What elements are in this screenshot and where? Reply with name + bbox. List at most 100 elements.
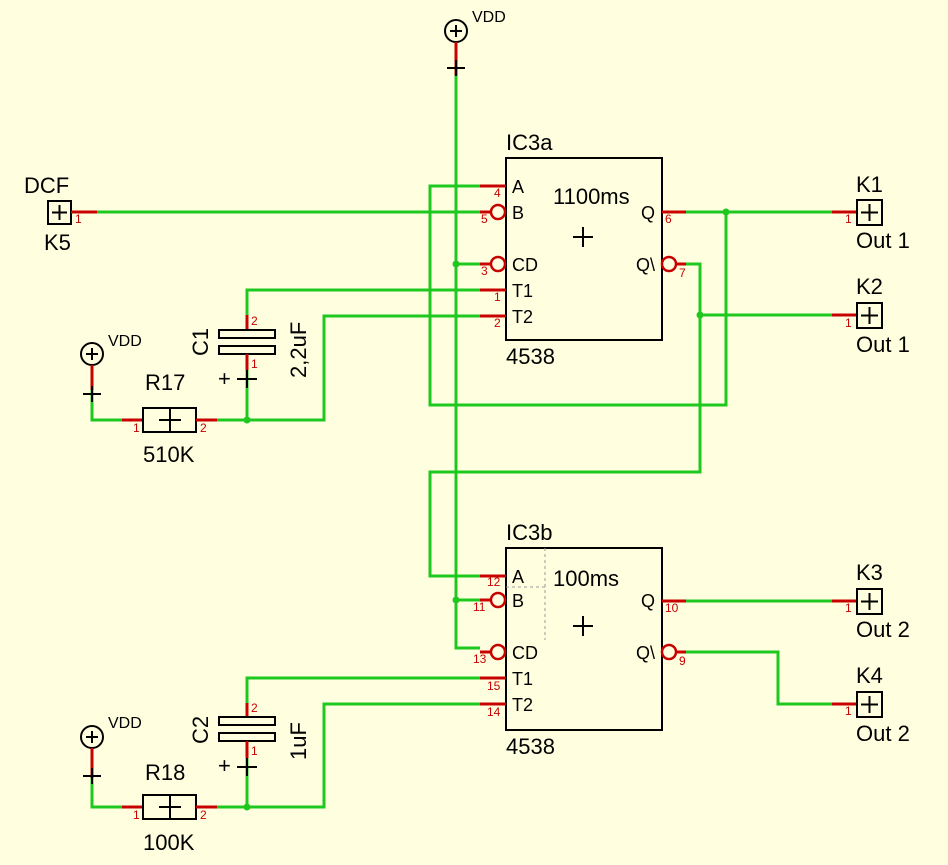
vdd-symbol-r18[interactable]: VDD [80, 715, 142, 784]
resistor-value: 510K [143, 442, 195, 467]
pin-name: B [512, 591, 524, 611]
pin-number: 2 [251, 314, 258, 328]
capacitor-value: 2,2uF [286, 322, 311, 378]
pin-number: 1 [845, 704, 852, 718]
ic3b[interactable]: IC3b 4538 100ms 12 11 13 15 14 A B CD T1… [473, 520, 686, 759]
wire-t1-ic3b-c2 [245, 676, 480, 703]
capacitor-plate [218, 329, 276, 339]
wire-t2-ic3a-r17 [247, 314, 480, 422]
plus-icon [861, 307, 878, 324]
connector-body [856, 588, 883, 615]
resistor-ref: R18 [145, 760, 185, 785]
capacitor-c2[interactable]: 2 1 + C2 1uF [188, 701, 311, 778]
plus-icon [861, 593, 878, 610]
connector-k4[interactable]: 1 K4 Out 2 [832, 663, 910, 746]
inversion-bubble-icon [660, 255, 678, 273]
pin-number: 7 [679, 266, 686, 280]
connector-label: Out 2 [856, 721, 910, 746]
pin-number: 2 [251, 701, 258, 715]
ic3a-value: 1100ms [553, 184, 630, 209]
inversion-bubble-icon [489, 591, 507, 609]
wire-qn-ic3a [428, 262, 702, 578]
pin-number: 1 [251, 744, 258, 758]
wires [90, 75, 832, 809]
origin-cross-icon [573, 616, 593, 636]
resistor-r17[interactable]: 1 2 R17 510K [122, 370, 217, 467]
ic3a[interactable]: IC3a 4538 1100ms 4 5 3 1 2 A B CD T1 T2 … [480, 130, 686, 369]
pin-number: 11 [473, 600, 486, 614]
inversion-bubble-icon [660, 643, 678, 661]
connector-body [856, 691, 883, 718]
wire-t2-ic3b-r18 [247, 702, 480, 809]
resistor-value: 100K [143, 830, 195, 855]
selection-guide [506, 548, 546, 640]
pin-name: A [512, 177, 524, 197]
ic3b-ref: IC3b [506, 520, 552, 545]
pin-name: T1 [512, 669, 533, 689]
ic3b-type: 4538 [506, 734, 555, 759]
origin-cross-icon [237, 370, 257, 388]
pin-name: Q\ [636, 255, 655, 275]
pin-number: 6 [665, 212, 672, 226]
pin-name: T2 [512, 307, 533, 327]
pin-number: 2 [200, 808, 207, 822]
polarity-mark: + [218, 753, 231, 778]
origin-cross-icon [83, 768, 101, 784]
pin-number: 15 [487, 679, 501, 693]
capacitor-ref: C2 [188, 716, 213, 744]
connector-k5[interactable]: 1 DCF K5 [24, 173, 97, 255]
connector-ref: K2 [856, 274, 883, 299]
pin-name: CD [512, 255, 538, 275]
pin-number: 14 [487, 705, 501, 719]
pin-name: T1 [512, 281, 533, 301]
pin-number: 9 [679, 654, 686, 668]
pin-number: 2 [494, 316, 501, 330]
ic3a-ref: IC3a [506, 130, 553, 155]
pin-number: 12 [487, 575, 501, 589]
resistor-r18[interactable]: 1 2 R18 100K [122, 760, 217, 855]
ic3a-type: 4538 [506, 344, 555, 369]
pin-number: 13 [473, 652, 487, 666]
pin-number: 5 [481, 212, 488, 226]
plus-icon [450, 25, 462, 37]
junction-dot [452, 596, 460, 604]
connector-label: DCF [24, 173, 69, 198]
pin-number: 3 [481, 264, 488, 278]
connector-body [856, 302, 883, 329]
inversion-bubble-icon [489, 643, 507, 661]
pin-name: Q [641, 203, 655, 223]
inversion-bubble-icon [489, 255, 507, 273]
pin-number: 4 [494, 186, 501, 200]
connector-k1[interactable]: 1 K1 Out 1 [832, 172, 910, 253]
plus-icon [86, 348, 98, 360]
wire-vdd-rail [454, 75, 480, 650]
junctions [243, 208, 730, 811]
pin-number: 1 [845, 316, 852, 330]
pin-number: 1 [133, 808, 140, 822]
capacitor-plate [218, 716, 276, 726]
capacitor-c1[interactable]: 2 1 + C1 2,2uF [188, 314, 311, 391]
junction-dot [243, 416, 251, 424]
vdd-symbol-r17[interactable]: VDD [80, 333, 142, 402]
pin-number: 1 [75, 212, 82, 226]
vdd-symbol-top[interactable]: VDD [444, 9, 506, 76]
connector-ref: K3 [856, 560, 883, 585]
connector-k2[interactable]: 1 K2 Out 1 [832, 274, 910, 357]
vdd-label: VDD [108, 715, 142, 732]
pin-number: 1 [845, 601, 852, 615]
pin-number: 1 [494, 290, 501, 304]
connector-k3[interactable]: 1 K3 Out 2 [832, 560, 910, 642]
connector-ref: K1 [856, 172, 883, 197]
junction-dot [243, 803, 251, 811]
pin-name: Q\ [636, 643, 655, 663]
junction-dot [696, 311, 704, 319]
polarity-mark: + [218, 366, 231, 391]
pin-number: 1 [251, 357, 258, 371]
vdd-label: VDD [108, 333, 142, 350]
ic3b-value: 100ms [553, 566, 619, 591]
plus-icon [861, 204, 878, 221]
origin-cross-icon [573, 227, 593, 247]
inversion-bubble-icon [489, 203, 507, 221]
wire-vdd-r18 [90, 778, 122, 809]
